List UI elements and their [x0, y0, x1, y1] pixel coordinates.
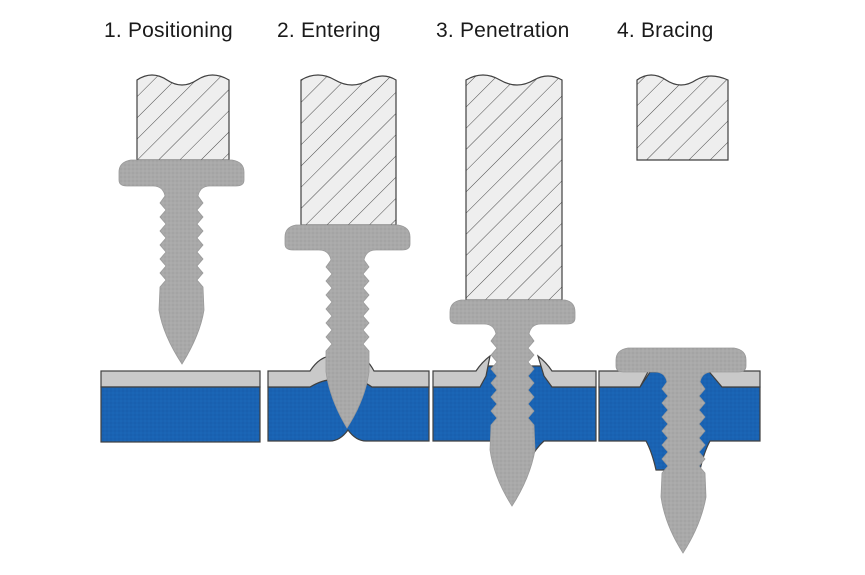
stage-3-top-sheet	[432, 354, 597, 388]
stage-2-tool	[300, 74, 397, 226]
stage-3-penetration	[432, 74, 597, 507]
stage-1-tool	[136, 74, 230, 161]
stage-1-positioning	[100, 74, 261, 443]
stage-2-screw	[284, 224, 411, 429]
stage-4-screw	[615, 347, 747, 554]
stage-1-top-sheet	[100, 370, 261, 388]
stage-1-screw	[118, 159, 245, 365]
stage-3-screw	[449, 299, 576, 507]
stage-2-entering	[267, 74, 430, 442]
stage-3-tool	[465, 74, 563, 301]
stage-3-label: 3. Penetration	[436, 19, 570, 42]
stage-4-tool	[636, 74, 729, 161]
stage-4-label: 4. Bracing	[617, 19, 714, 42]
stage-1-label: 1. Positioning	[104, 19, 233, 42]
stage-4-bracing	[598, 74, 761, 554]
stage-2-label: 2. Entering	[277, 19, 381, 42]
stage-1-bottom-sheet	[100, 386, 261, 443]
